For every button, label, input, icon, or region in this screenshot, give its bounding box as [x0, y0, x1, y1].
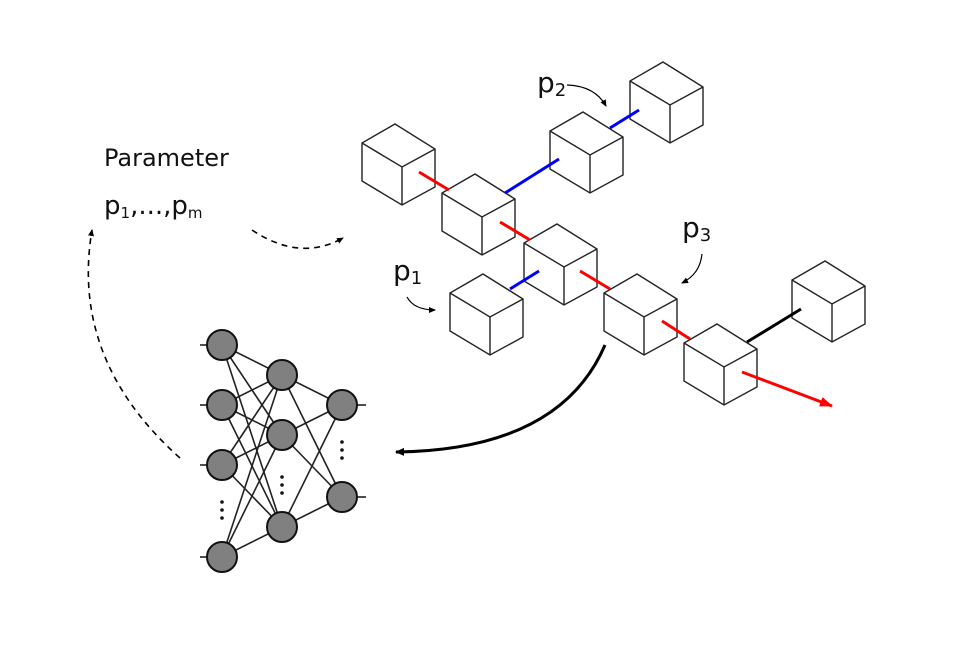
ellipsis-dot [220, 508, 224, 512]
red-link [499, 220, 531, 242]
dashed-arrow-to-parameters [87, 229, 181, 459]
blue-link [509, 269, 540, 291]
cube [683, 323, 758, 406]
cube-links [418, 108, 833, 408]
network-edge [281, 404, 343, 528]
network-edge [281, 374, 343, 498]
network-node [206, 449, 238, 481]
network-edge [221, 344, 283, 528]
ellipsis-dot [340, 456, 344, 460]
network-edge [221, 434, 283, 558]
network-node [266, 419, 298, 451]
ellipsis-dot [220, 516, 224, 520]
ellipsis-dot [220, 500, 224, 504]
cube [523, 223, 598, 306]
network-node [326, 389, 358, 421]
parameter-title: Parameter [104, 144, 229, 172]
cube [441, 173, 516, 256]
network-edge [221, 374, 283, 558]
cube [603, 273, 678, 356]
network-node [206, 389, 238, 421]
ellipsis-dot [280, 491, 284, 495]
black-link [746, 307, 802, 344]
cube [549, 111, 624, 194]
cube [629, 61, 704, 144]
cube [449, 273, 524, 356]
cube-chain [361, 61, 866, 406]
blue-link [609, 108, 640, 130]
network-node [206, 329, 238, 361]
red-link [661, 319, 691, 341]
red-output-arrow [741, 370, 833, 408]
p1-label: p1 [393, 254, 422, 289]
dashed-arrow-to-cubes [251, 229, 344, 250]
p2-pointer-arrow [566, 84, 607, 107]
cube [791, 260, 866, 343]
ellipsis-dot [340, 440, 344, 444]
network-node [326, 481, 358, 513]
red-link [579, 269, 611, 291]
network-edge [221, 374, 283, 466]
parameter-list: p1,...,pm [104, 191, 203, 222]
neural-network [200, 329, 366, 573]
cube [361, 123, 436, 206]
ellipsis-dot [340, 448, 344, 452]
network-node [206, 541, 238, 573]
ellipsis-dot [280, 483, 284, 487]
curved-arrow-to-network [395, 344, 607, 456]
network-node [266, 359, 298, 391]
p3-label: p3 [682, 211, 711, 246]
p1-pointer-arrow [406, 296, 436, 313]
ellipsis-dot [280, 475, 284, 479]
blue-link [504, 157, 560, 195]
p3-pointer-arrow [681, 253, 703, 284]
p2-label: p2 [537, 66, 566, 101]
red-link [418, 170, 450, 192]
network-node [266, 511, 298, 543]
